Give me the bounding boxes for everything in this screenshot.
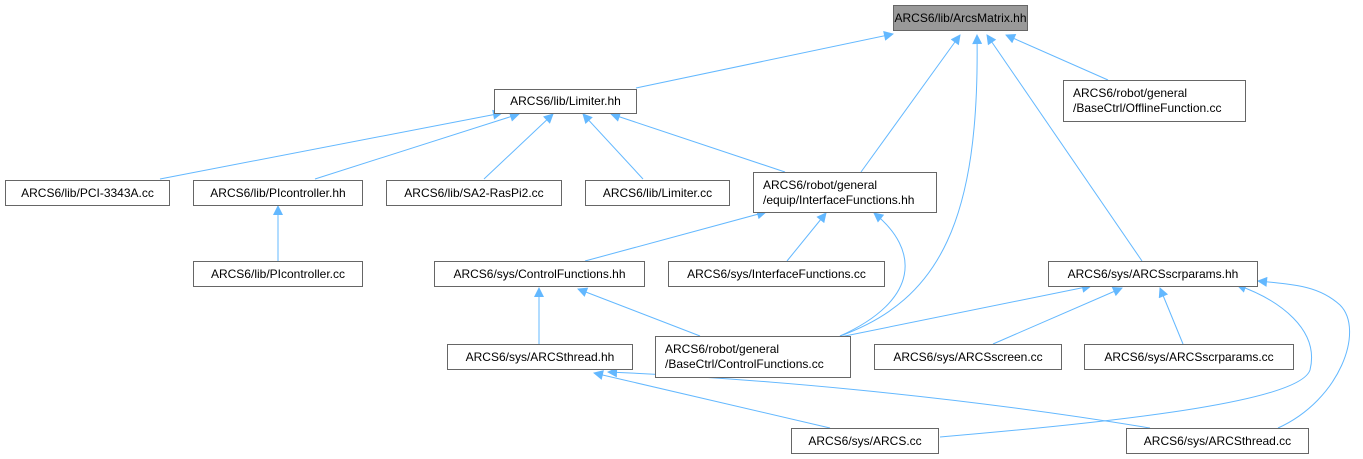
- node-label: ARCS6/sys/ARCSscrparams.hh: [1067, 266, 1239, 281]
- node-label-line1: ARCS6/robot/general: [763, 177, 878, 192]
- node-label: ARCS6/sys/ControlFunctions.hh: [453, 266, 626, 281]
- node-label-line1: ARCS6/robot/general: [1073, 86, 1188, 100]
- node-picontroller-hh[interactable]: ARCS6/lib/PIcontroller.hh: [193, 180, 363, 206]
- node-interface-functions-hh[interactable]: ARCS6/robot/general /equip/InterfaceFunc…: [753, 172, 937, 213]
- node-label-line2: /equip/InterfaceFunctions.hh: [763, 192, 915, 207]
- edge-interface-hh-to-limiter-hh: [610, 112, 786, 173]
- edge-arcsscrparams-hh-to-arcsmatrix: [986, 34, 1143, 262]
- node-offline-function-cc[interactable]: ARCS6/robot/general /BaseCtrl/OfflineFun…: [1063, 80, 1246, 122]
- node-label: ARCS6/lib/ArcsMatrix.hh: [894, 10, 1027, 25]
- node-label-line1: ARCS6/robot/general: [665, 342, 780, 356]
- edge-pci-cc-to-limiter-hh: [159, 109, 503, 180]
- edge-arcs-cc-to-arcsthread-hh: [593, 370, 831, 429]
- edge-controlfunc-cc-to-interface-hh: [839, 212, 906, 337]
- node-label: ARCS6/sys/ARCSscreen.cc: [893, 349, 1043, 364]
- node-arcsscrparams-cc[interactable]: ARCS6/sys/ARCSscrparams.cc: [1084, 344, 1294, 370]
- node-arcsmatrix-hh: ARCS6/lib/ArcsMatrix.hh: [893, 5, 1028, 31]
- node-sys-interface-functions-cc[interactable]: ARCS6/sys/InterfaceFunctions.cc: [668, 261, 885, 287]
- edge-arcsthread-cc-to-arcsscrparams-hh: [1257, 276, 1350, 429]
- node-pci-3343a-cc[interactable]: ARCS6/lib/PCI-3343A.cc: [5, 180, 170, 206]
- edge-arcsthread-cc-to-arcsthread-hh: [607, 367, 1151, 429]
- node-label: ARCS6/lib/Limiter.cc: [602, 185, 713, 200]
- node-label-line2: /BaseCtrl/OfflineFunction.cc: [1073, 101, 1222, 115]
- edge-arcsscreen-cc-to-arcsscrparams-hh: [992, 286, 1123, 345]
- edge-interface-hh-to-arcsmatrix: [860, 34, 961, 173]
- node-arcsscrparams-hh[interactable]: ARCS6/sys/ARCSscrparams.hh: [1048, 261, 1258, 287]
- node-label: ARCS6/sys/ARCSthread.cc: [1143, 433, 1292, 448]
- node-label-line2: /BaseCtrl/ControlFunctions.cc: [665, 357, 824, 371]
- node-sa2-raspi2-cc[interactable]: ARCS6/lib/SA2-RasPi2.cc: [386, 180, 562, 206]
- node-label: ARCS6/sys/ARCSscrparams.cc: [1104, 349, 1274, 364]
- node-control-functions-hh[interactable]: ARCS6/sys/ControlFunctions.hh: [434, 261, 645, 287]
- node-arcsthread-hh[interactable]: ARCS6/sys/ARCSthread.hh: [447, 344, 633, 370]
- node-limiter-cc[interactable]: ARCS6/lib/Limiter.cc: [585, 180, 730, 206]
- edge-controlfunc-cc-to-arcsscrparams-hh: [839, 282, 1092, 338]
- node-arcsthread-cc[interactable]: ARCS6/sys/ARCSthread.cc: [1126, 428, 1309, 454]
- node-label: ARCS6/lib/PCI-3343A.cc: [21, 185, 154, 200]
- edge-arcs-cc-to-arcsscrparams-hh: [939, 283, 1312, 438]
- node-label: ARCS6/lib/PIcontroller.cc: [210, 266, 346, 281]
- edge-limiter-cc-to-limiter-hh: [582, 113, 644, 180]
- node-label: ARCS6/lib/Limiter.hh: [510, 94, 621, 108]
- node-label: ARCS6/sys/ARCS.cc: [808, 433, 922, 448]
- node-control-functions-cc[interactable]: ARCS6/robot/general /BaseCtrl/ControlFun…: [655, 336, 851, 378]
- node-label: ARCS6/lib/PIcontroller.hh: [210, 185, 346, 200]
- edge-limiter-hh-to-arcsmatrix: [635, 30, 894, 89]
- edge-sysinterface-cc-to-interface-hh: [786, 212, 827, 262]
- node-arcsscreen-cc[interactable]: ARCS6/sys/ARCSscreen.cc: [874, 344, 1062, 370]
- edge-sa2-cc-to-limiter-hh: [483, 113, 554, 180]
- node-label: ARCS6/sys/ARCSthread.hh: [465, 349, 615, 364]
- node-label: ARCS6/sys/InterfaceFunctions.cc: [687, 266, 866, 281]
- edge-picontroller-hh-to-limiter-hh: [314, 111, 520, 180]
- node-arcs-cc[interactable]: ARCS6/sys/ARCS.cc: [791, 428, 939, 454]
- node-picontroller-cc[interactable]: ARCS6/lib/PIcontroller.cc: [193, 261, 363, 287]
- node-limiter-hh[interactable]: ARCS6/lib/Limiter.hh: [494, 89, 637, 114]
- edge-offline-cc-to-arcsmatrix: [1005, 34, 1109, 81]
- node-label: ARCS6/lib/SA2-RasPi2.cc: [404, 185, 544, 200]
- edge-controlfunc-hh-to-interface-hh: [584, 209, 767, 262]
- edge-controlfunc-cc-to-controlfunc-hh: [577, 287, 701, 337]
- edge-arcsscrparams-cc-to-arcsscrparams-hh: [1158, 287, 1184, 345]
- edge-controlfunc-cc-to-arcsmatrix: [839, 34, 983, 337]
